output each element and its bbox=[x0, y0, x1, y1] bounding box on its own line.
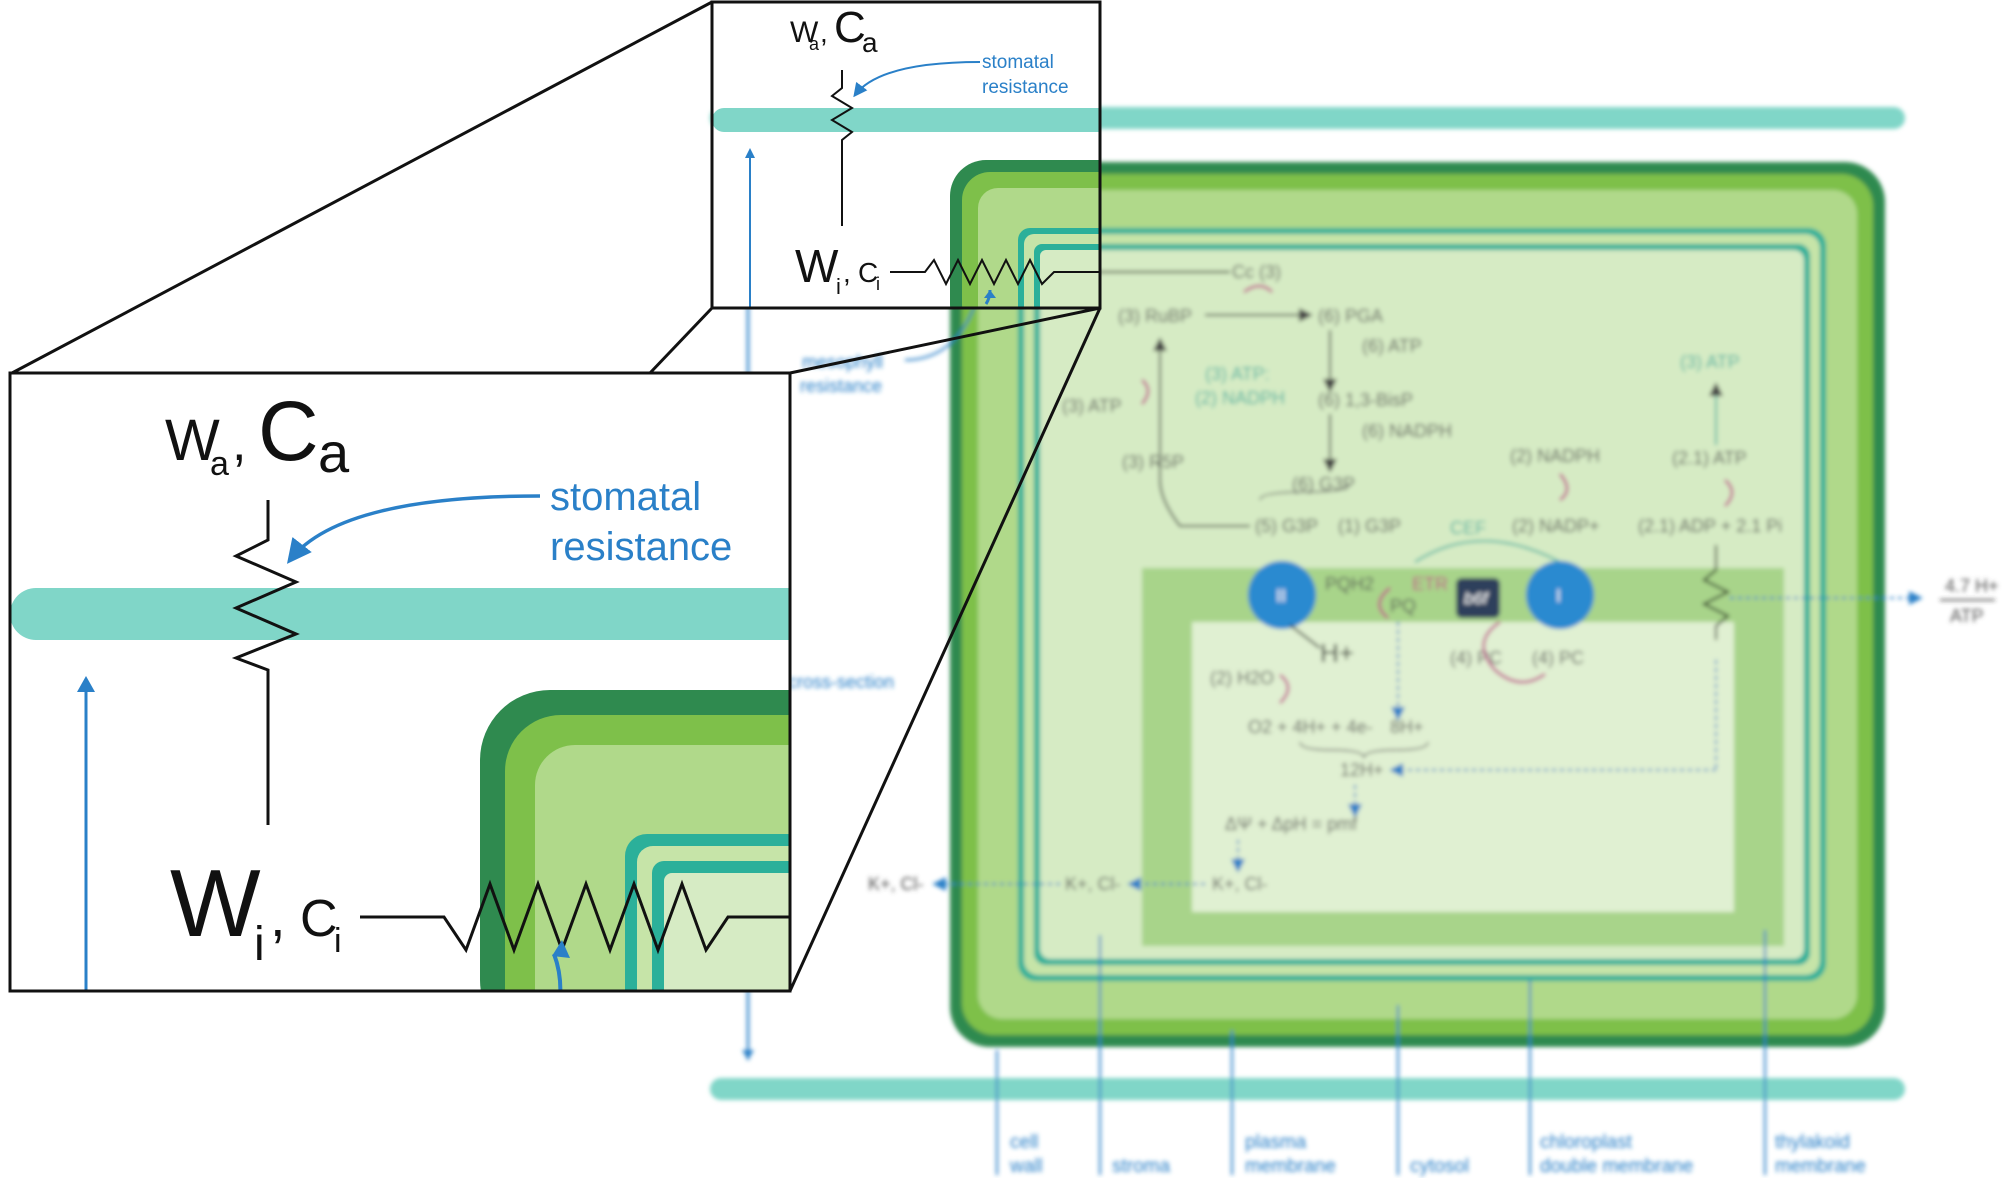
svg-text:12H+: 12H+ bbox=[1340, 760, 1384, 780]
photosystem-ii bbox=[1248, 561, 1316, 629]
svg-text:cross-section: cross-section bbox=[788, 672, 894, 692]
zoom-stomatal-2: resistance bbox=[550, 525, 732, 569]
svg-text:,: , bbox=[820, 17, 828, 48]
svg-text:,: , bbox=[232, 414, 246, 472]
svg-text:ATP: ATP bbox=[1950, 606, 1984, 626]
thylakoid-lumen bbox=[1192, 622, 1734, 912]
zoom-wa: W bbox=[165, 408, 220, 473]
svg-text:PQH2: PQH2 bbox=[1325, 574, 1374, 594]
svg-text:(3) R5P: (3) R5P bbox=[1122, 452, 1184, 472]
svg-text:I: I bbox=[1556, 586, 1561, 606]
zoom-wi-sub: i bbox=[254, 918, 265, 971]
svg-text:(6) ATP: (6) ATP bbox=[1362, 336, 1422, 356]
zoom-ci-sub: i bbox=[334, 922, 342, 960]
zoom-ci: C bbox=[300, 890, 338, 948]
svg-text:resistance: resistance bbox=[800, 376, 882, 396]
svg-text:(2) NADPH: (2) NADPH bbox=[1510, 446, 1600, 466]
label-plasma-1: plasma bbox=[1245, 1132, 1307, 1153]
svg-text:(5) G3P: (5) G3P bbox=[1255, 516, 1318, 536]
svg-text:K+, Cl-: K+, Cl- bbox=[1065, 874, 1121, 894]
label-stroma: stroma bbox=[1112, 1156, 1171, 1177]
small-wa-sub: a bbox=[809, 34, 820, 54]
label-thylakoid-2: membrane bbox=[1775, 1156, 1866, 1177]
mesophyll-resistor bbox=[360, 879, 790, 955]
label-chloroplast-2: double membrane bbox=[1540, 1156, 1693, 1177]
small-wi: W bbox=[795, 240, 839, 292]
svg-text:(6) G3P: (6) G3P bbox=[1292, 474, 1355, 494]
svg-text:(3) ATP: (3) ATP bbox=[1680, 352, 1740, 372]
svg-text:(4) PC: (4) PC bbox=[1532, 648, 1584, 668]
zoom-stomatal-1: stomatal bbox=[550, 475, 701, 519]
small-inset: W a , C a stomatal resistance W i , C i bbox=[710, 0, 1102, 310]
small-ca: C bbox=[834, 3, 866, 52]
label-cell-wall-2: wall bbox=[1009, 1156, 1043, 1177]
small-wa: W bbox=[790, 16, 819, 49]
svg-text:CEF: CEF bbox=[1450, 518, 1486, 538]
svg-text:II: II bbox=[1276, 586, 1286, 606]
svg-text:(2.1) ADP + 2.1 Pi: (2.1) ADP + 2.1 Pi bbox=[1638, 516, 1782, 536]
label-plasma-2: membrane bbox=[1245, 1156, 1336, 1177]
svg-text:(6) NADPH: (6) NADPH bbox=[1362, 421, 1452, 441]
svg-text:(6) 1,3-BisP: (6) 1,3-BisP bbox=[1318, 390, 1413, 410]
cytochrome-b6f bbox=[1456, 578, 1500, 618]
stomatal-resistor bbox=[231, 500, 300, 825]
svg-text:O2 + 4H+ + 4e-: O2 + 4H+ + 4e- bbox=[1248, 717, 1373, 737]
zoom-wi: W bbox=[170, 850, 261, 957]
stomatal-arrow bbox=[286, 494, 541, 564]
zoom-membrane bbox=[10, 588, 790, 640]
small-stomatal-1: stomatal bbox=[982, 52, 1054, 73]
svg-text:4.7 H+: 4.7 H+ bbox=[1945, 576, 1999, 596]
photosystem-i bbox=[1526, 561, 1594, 629]
svg-text:(2) NADPH: (2) NADPH bbox=[1195, 388, 1285, 408]
small-ci: C bbox=[858, 257, 878, 288]
svg-text:Cc (3): Cc (3) bbox=[1232, 262, 1281, 282]
svg-text:(1) G3P: (1) G3P bbox=[1338, 516, 1401, 536]
svg-text:(3) RuBP: (3) RuBP bbox=[1118, 306, 1192, 326]
svg-text:8H+: 8H+ bbox=[1390, 717, 1424, 737]
svg-text:b6f: b6f bbox=[1464, 589, 1490, 608]
cell-cross-section-diagram: Cc (3) (3) RuBP (6) PGA (6) ATP (6) 1,3-… bbox=[710, 107, 1999, 1177]
svg-text:PQ: PQ bbox=[1390, 596, 1416, 616]
zoom-inset: W a , C a stomatal resistance W i , C i bbox=[8, 371, 792, 993]
svg-text:ETR: ETR bbox=[1412, 574, 1448, 594]
svg-text:(3) ATP: (3) ATP bbox=[1062, 396, 1122, 416]
small-ci-sub: i bbox=[876, 274, 880, 294]
svg-text:K+, Cl-: K+, Cl- bbox=[868, 874, 924, 894]
zoom-ca-sub: a bbox=[318, 421, 350, 484]
svg-text:(2) NADP+: (2) NADP+ bbox=[1512, 516, 1600, 536]
zoom-wa-sub: a bbox=[210, 445, 229, 483]
svg-text:H+: H+ bbox=[1320, 638, 1354, 668]
svg-text:(6) PGA: (6) PGA bbox=[1318, 306, 1383, 326]
small-stomatal-2: resistance bbox=[982, 77, 1069, 98]
zoom-ca: C bbox=[258, 384, 319, 478]
zoom-stroma bbox=[664, 873, 790, 991]
svg-text:K+, Cl-: K+, Cl- bbox=[1212, 874, 1268, 894]
svg-text:,: , bbox=[270, 885, 286, 948]
zoom-projection-lines bbox=[11, 0, 1102, 992]
small-wi-sub: i bbox=[836, 274, 841, 299]
lower-membrane bbox=[710, 1078, 1905, 1100]
svg-text:(2.1) ATP: (2.1) ATP bbox=[1672, 448, 1747, 468]
svg-text:ΔΨ + ΔpH = pmf: ΔΨ + ΔpH = pmf bbox=[1225, 814, 1358, 834]
label-cytosol: cytosol bbox=[1410, 1156, 1469, 1177]
label-cell-wall-1: cell bbox=[1010, 1132, 1039, 1153]
label-thylakoid-1: thylakoid bbox=[1775, 1132, 1850, 1153]
small-ca-sub: a bbox=[862, 27, 878, 58]
svg-text:(2) H2O: (2) H2O bbox=[1210, 668, 1274, 688]
svg-text:,: , bbox=[843, 257, 851, 288]
label-chloroplast-1: chloroplast bbox=[1540, 1132, 1633, 1153]
svg-text:(3) ATP:: (3) ATP: bbox=[1205, 364, 1270, 384]
atp-synthase-zigzag bbox=[1701, 545, 1731, 640]
svg-text:(4) PC: (4) PC bbox=[1450, 648, 1502, 668]
